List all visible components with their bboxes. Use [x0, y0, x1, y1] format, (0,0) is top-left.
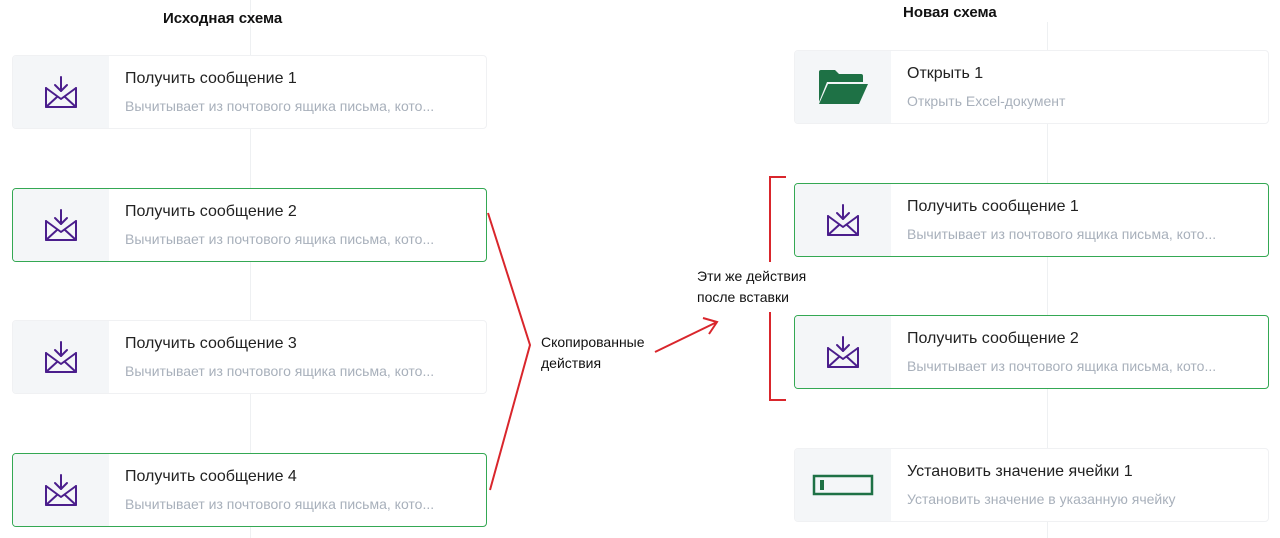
left-card-1[interactable]: Получить сообщение 1 Вычитывает из почто… [12, 55, 487, 129]
pasted-actions-line-1: Эти же действия [697, 268, 807, 284]
right-card-open[interactable]: Открыть 1 Открыть Excel-документ [794, 50, 1269, 124]
card-body: Установить значение ячейки 1 Установить … [891, 449, 1268, 521]
pasted-actions-label: Эти же действия после вставки [697, 266, 806, 308]
card-body: Получить сообщение 1 Вычитывает из почто… [109, 56, 486, 128]
mail-download-icon [45, 76, 77, 108]
card-description: Вычитывает из почтового ящика письма, ко… [125, 98, 435, 114]
pasted-actions-line-2: после вставки [697, 289, 789, 305]
card-description: Установить значение в указанную ячейку [907, 491, 1176, 507]
card-description: Вычитывает из почтового ящика письма, ко… [125, 231, 435, 247]
cell-value-icon [812, 474, 874, 496]
right-heading: Новая схема [903, 4, 997, 21]
right-card-message-2[interactable]: Получить сообщение 2 Вычитывает из почто… [794, 315, 1269, 389]
card-icon-cell [13, 189, 109, 261]
card-description: Вычитывает из почтового ящика письма, ко… [125, 363, 435, 379]
card-icon-cell [795, 316, 891, 388]
paste-arrow-line [654, 321, 718, 353]
paste-arrow-head [702, 317, 719, 335]
mail-download-icon [45, 341, 77, 373]
folder-open-icon [819, 70, 868, 104]
card-body: Получить сообщение 1 Вычитывает из почто… [891, 184, 1268, 256]
card-body: Получить сообщение 4 Вычитывает из почто… [109, 454, 486, 526]
copied-actions-label: Скопированные действия [541, 332, 645, 374]
card-title: Установить значение ячейки 1 [907, 463, 1133, 480]
right-connector-line [1047, 22, 1048, 538]
mail-download-icon [45, 474, 77, 506]
card-icon-cell [795, 51, 891, 123]
card-title: Получить сообщение 3 [125, 335, 297, 352]
card-title: Получить сообщение 2 [125, 203, 297, 220]
card-description: Открыть Excel-документ [907, 93, 1066, 109]
left-card-2[interactable]: Получить сообщение 2 Вычитывает из почто… [12, 188, 487, 262]
left-connector-line [250, 0, 251, 538]
card-title: Открыть 1 [907, 65, 984, 82]
card-icon-cell [13, 454, 109, 526]
card-description: Вычитывает из почтового ящика письма, ко… [125, 496, 435, 512]
left-card-4[interactable]: Получить сообщение 4 Вычитывает из почто… [12, 453, 487, 527]
card-icon-cell [13, 56, 109, 128]
card-icon-cell [795, 449, 891, 521]
right-card-message-1[interactable]: Получить сообщение 1 Вычитывает из почто… [794, 183, 1269, 257]
mail-download-icon [827, 336, 859, 368]
card-title: Получить сообщение 1 [125, 70, 297, 87]
left-heading: Исходная схема [163, 10, 283, 27]
copied-actions-brace [487, 212, 532, 491]
card-body: Открыть 1 Открыть Excel-документ [891, 51, 1268, 123]
left-card-3[interactable]: Получить сообщение 3 Вычитывает из почто… [12, 320, 487, 394]
copied-actions-line-1: Скопированные [541, 334, 645, 350]
copied-actions-line-2: действия [541, 355, 602, 371]
card-title: Получить сообщение 4 [125, 468, 297, 485]
card-title: Получить сообщение 1 [907, 198, 1079, 215]
card-body: Получить сообщение 2 Вычитывает из почто… [109, 189, 486, 261]
right-card-set-cell[interactable]: Установить значение ячейки 1 Установить … [794, 448, 1269, 522]
card-icon-cell [13, 321, 109, 393]
card-description: Вычитывает из почтового ящика письма, ко… [907, 226, 1217, 242]
card-description: Вычитывает из почтового ящика письма, ко… [907, 358, 1217, 374]
card-icon-cell [795, 184, 891, 256]
card-body: Получить сообщение 3 Вычитывает из почто… [109, 321, 486, 393]
mail-download-icon [45, 209, 77, 241]
mail-download-icon [827, 204, 859, 236]
card-body: Получить сообщение 2 Вычитывает из почто… [891, 316, 1268, 388]
card-title: Получить сообщение 2 [907, 330, 1079, 347]
